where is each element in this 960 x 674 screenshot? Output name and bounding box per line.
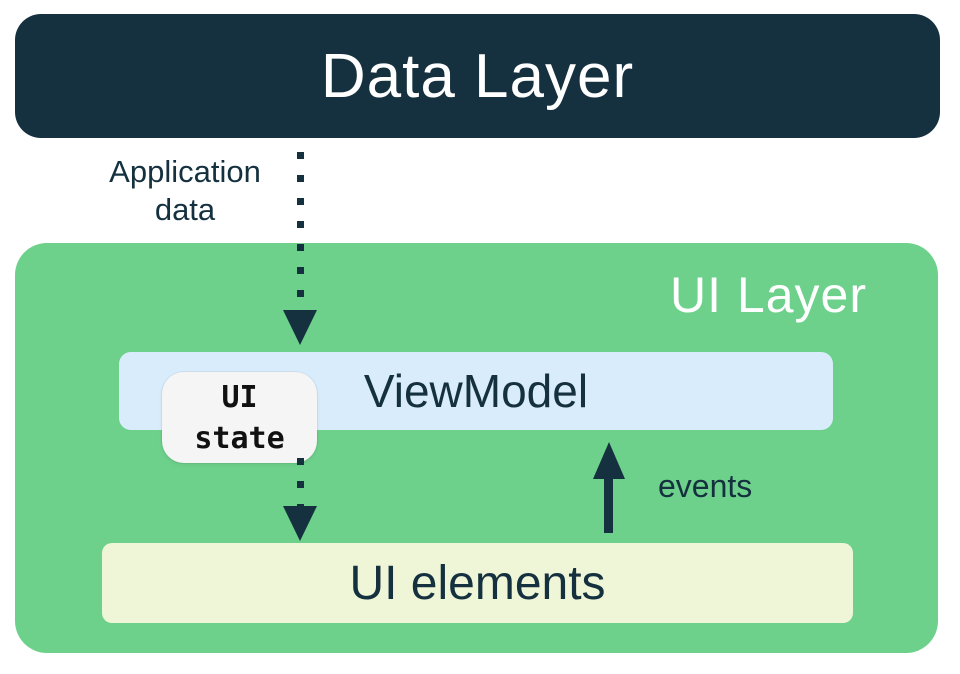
ui-elements-label: UI elements — [349, 556, 606, 610]
data-layer-box: Data Layer — [15, 14, 940, 138]
application-data-arrow-label: Application data — [75, 153, 295, 229]
ui-state-badge-line2: state — [194, 420, 285, 456]
application-data-label-line1: Application — [109, 154, 261, 189]
events-arrow-label: events — [658, 468, 753, 504]
ui-elements-box: UI elements — [102, 543, 853, 623]
arrow-down-icon — [283, 506, 317, 541]
ui-state-badge-line1: UI — [221, 379, 258, 415]
application-data-label-line2: data — [154, 192, 216, 227]
events-arrow-shaft — [604, 477, 613, 533]
application-data-dotted-arrow-upper — [297, 152, 304, 312]
ui-layer-label: UI Layer — [670, 267, 867, 323]
viewmodel-label: ViewModel — [363, 365, 589, 417]
data-layer-label: Data Layer — [320, 41, 635, 111]
application-data-dotted-arrow-lower — [297, 458, 304, 508]
arrow-up-icon — [593, 442, 625, 479]
ui-state-badge: UI state — [162, 372, 317, 463]
arrow-down-icon — [283, 310, 317, 345]
